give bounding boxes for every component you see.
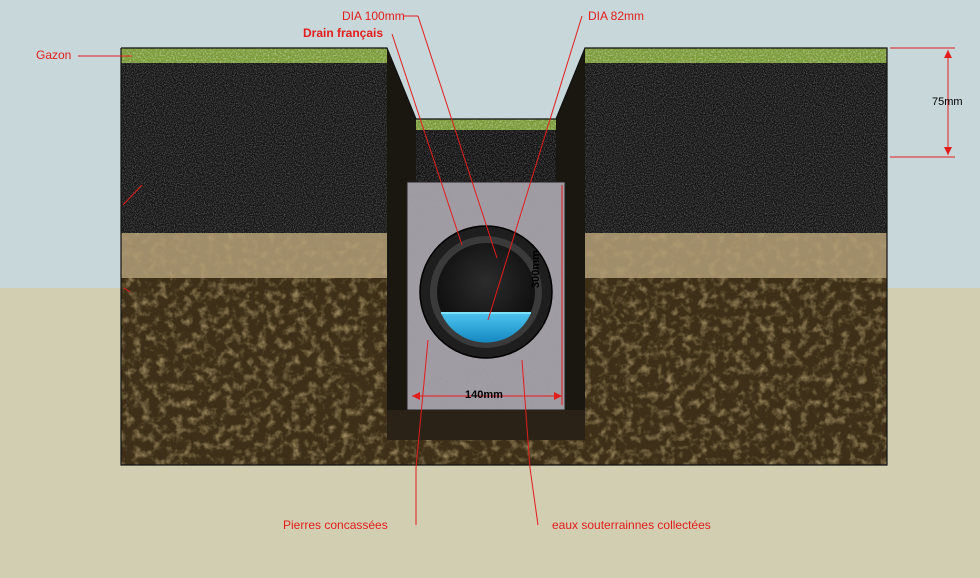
label-drain-francais: Drain français xyxy=(303,26,384,40)
topsoil-layer xyxy=(121,63,887,233)
leader-lines xyxy=(78,15,583,526)
block-outline xyxy=(120,47,888,466)
dimension-lines xyxy=(412,47,955,405)
sand-layer xyxy=(121,233,887,278)
label-gazon: Gazon xyxy=(36,48,72,62)
grass-layer xyxy=(121,48,887,130)
label-dia-100: DIA 100mm xyxy=(342,9,405,23)
dimension-300mm: 300mm xyxy=(530,250,542,288)
label-pierres-concassees: Pierres concassées xyxy=(283,518,388,532)
label-dia-82: DIA 82mm xyxy=(588,9,645,23)
label-eaux-souterraines: eaux souterrainnes collectées xyxy=(552,518,711,532)
dimension-75mm: 75mm xyxy=(932,96,963,108)
drain-pipe xyxy=(419,225,553,359)
dimension-arrows xyxy=(412,50,952,400)
dimension-140mm: 140mm xyxy=(465,389,503,401)
collected-water xyxy=(441,313,531,343)
